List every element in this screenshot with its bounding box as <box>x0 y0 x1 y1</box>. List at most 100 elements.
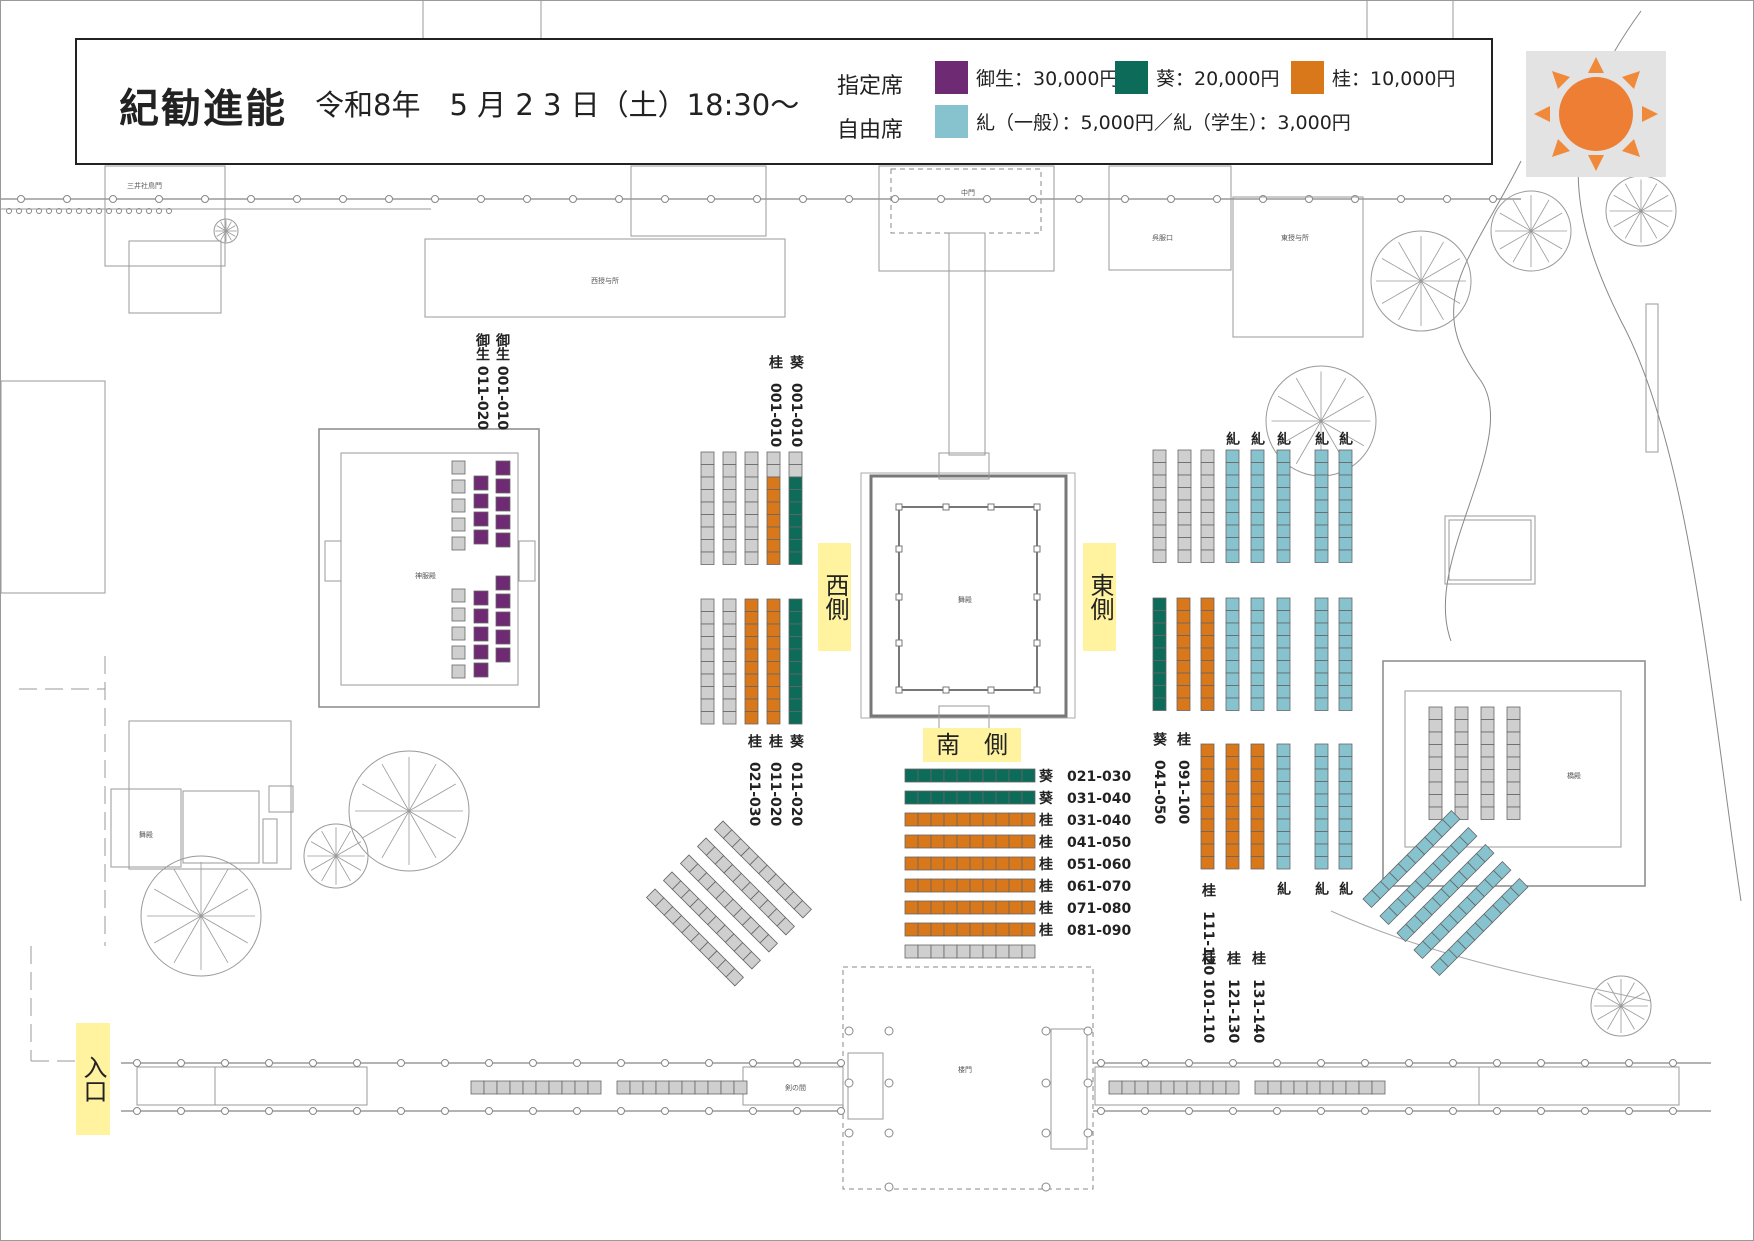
annot-south-row-3: 桂 031-040 <box>1039 813 1132 829</box>
seat <box>495 460 511 476</box>
tree-canopy <box>1590 975 1652 1037</box>
seat <box>969 878 984 893</box>
west-side-tag: 西側 <box>818 543 851 651</box>
seat <box>655 1080 670 1095</box>
seat <box>1225 768 1240 782</box>
seat <box>1225 818 1240 832</box>
seat <box>943 878 958 893</box>
sun-icon-graphic <box>1534 57 1658 171</box>
seat <box>1225 697 1240 711</box>
east-pavilion <box>1444 515 1536 585</box>
seat <box>1225 622 1240 636</box>
seat <box>1338 806 1353 820</box>
post-marker <box>431 195 439 203</box>
seat <box>451 588 466 603</box>
seat <box>495 514 511 530</box>
stage-pillar <box>942 503 950 511</box>
annot-south-row-2: 葵 031-040 <box>1039 791 1132 807</box>
seat <box>904 812 919 827</box>
seat <box>1177 474 1192 488</box>
hashidono-inner <box>1404 690 1622 848</box>
seat <box>1152 537 1167 551</box>
post-marker <box>569 195 577 203</box>
post-marker <box>201 195 209 203</box>
seat <box>744 598 759 612</box>
post-marker <box>1361 1107 1369 1115</box>
seat <box>1177 549 1192 563</box>
seat <box>1338 462 1353 476</box>
seat <box>956 790 971 805</box>
seat <box>1200 449 1215 463</box>
seat <box>766 711 781 725</box>
seat <box>982 768 997 783</box>
seat <box>1008 812 1023 827</box>
seat <box>1152 474 1167 488</box>
seat <box>1176 660 1191 674</box>
seat <box>1454 719 1469 733</box>
seat <box>473 475 489 491</box>
seat <box>700 623 715 637</box>
tree-branch <box>1381 280 1422 304</box>
seat <box>969 790 984 805</box>
seat <box>744 673 759 687</box>
tree-branch <box>1381 258 1422 282</box>
tree-branch <box>381 764 410 812</box>
legend-text: 葵：20,000円 <box>1156 68 1280 90</box>
seat <box>1152 647 1167 661</box>
tree-branch <box>335 830 351 857</box>
post-marker <box>17 195 25 203</box>
seat <box>969 922 984 937</box>
tree-branch <box>200 915 248 944</box>
diagonal-seat-row <box>1362 810 1461 909</box>
seat <box>495 575 511 591</box>
tree-branch <box>1420 241 1444 282</box>
seat <box>1454 794 1469 808</box>
seat <box>930 922 945 937</box>
seat <box>788 551 803 565</box>
post-marker <box>1273 1059 1281 1067</box>
tree-branch <box>1613 194 1642 212</box>
seat <box>700 611 715 625</box>
seat <box>473 590 489 606</box>
seat <box>917 790 932 805</box>
gate-block <box>630 165 767 237</box>
entrance-tag: 入口 <box>76 1023 110 1135</box>
seat <box>982 944 997 959</box>
post-marker <box>1141 1107 1149 1115</box>
hedge-dot <box>116 208 122 214</box>
seat <box>1276 610 1291 624</box>
seat <box>956 768 971 783</box>
butai-platform <box>869 474 1068 718</box>
seat <box>1200 831 1215 845</box>
butai-small-building <box>128 720 292 870</box>
seat <box>1506 731 1521 745</box>
seat <box>1506 794 1521 808</box>
seat <box>1250 660 1265 674</box>
stage-pillar <box>1033 545 1041 553</box>
seat <box>1225 1080 1240 1095</box>
seat <box>930 768 945 783</box>
seat <box>1177 524 1192 538</box>
seat <box>788 623 803 637</box>
hedge-dot <box>16 208 22 214</box>
post-marker <box>573 1059 581 1067</box>
seat <box>1250 685 1265 699</box>
seat <box>1314 660 1329 674</box>
post-marker <box>1229 1059 1237 1067</box>
tree-branch <box>1607 982 1622 1007</box>
seat <box>788 673 803 687</box>
seat <box>725 967 744 987</box>
seat <box>700 636 715 650</box>
west-building <box>1 380 106 594</box>
tree-branch <box>1512 230 1532 263</box>
seat <box>1250 474 1265 488</box>
seat <box>1225 474 1240 488</box>
seat <box>1441 810 1461 829</box>
seat <box>1186 1080 1201 1095</box>
seat <box>1225 549 1240 563</box>
seat <box>1276 647 1291 661</box>
seat <box>1276 818 1291 832</box>
seat <box>766 451 781 465</box>
annot-tadasu-top-3: 糺 <box>1277 432 1291 448</box>
seat <box>1021 768 1036 783</box>
